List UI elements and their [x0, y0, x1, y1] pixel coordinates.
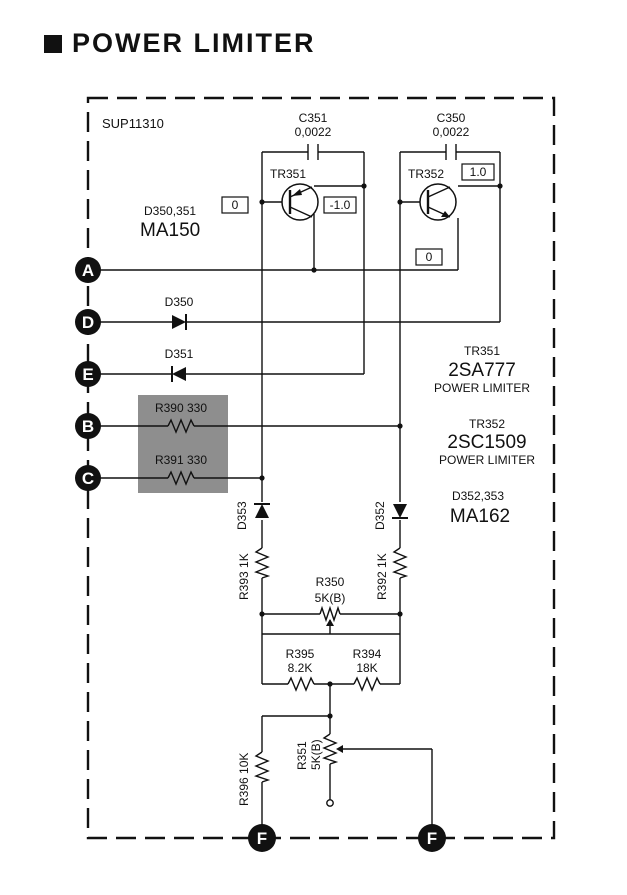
svg-text:TR352: TR352 [469, 417, 505, 431]
resistor-r391: R391 330 [155, 453, 207, 486]
svg-text:R391 330: R391 330 [155, 453, 207, 467]
d352-353-description: D352,353 MA162 [450, 489, 510, 527]
terminal-e: E [75, 361, 101, 387]
c350-value: 0,0022 [433, 125, 470, 139]
resistor-r394: R394 18K [353, 647, 382, 692]
tr352-description: TR352 2SC1509 POWER LIMITER [439, 417, 535, 467]
svg-text:8.2K: 8.2K [288, 661, 313, 675]
tr351-description: TR351 2SA777 POWER LIMITER [434, 344, 530, 395]
terminal-d: D [75, 309, 101, 335]
d352-label: D352 [373, 501, 387, 530]
svg-text:18K: 18K [356, 661, 377, 675]
diode-d353: D353 [235, 501, 270, 530]
svg-text:R395: R395 [286, 647, 315, 661]
diode-d351: D351 [165, 347, 194, 382]
svg-text:R350: R350 [316, 575, 345, 589]
capacitor-c351: C351 0,0022 [295, 111, 332, 160]
resistor-r390: R390 330 [155, 401, 207, 434]
svg-text:D352,353: D352,353 [452, 489, 504, 503]
d353-label: D353 [235, 501, 249, 530]
svg-text:R390 330: R390 330 [155, 401, 207, 415]
svg-text:POWER LIMITER: POWER LIMITER [439, 453, 535, 467]
svg-text:R392 1K: R392 1K [375, 553, 389, 600]
terminal-f-right: F [418, 824, 446, 852]
voltage-base-tr352: 0 [415, 248, 443, 266]
c350-ref: C350 [437, 111, 466, 125]
svg-text:R394: R394 [353, 647, 382, 661]
wires [98, 151, 501, 838]
voltage-base-tr351: 0 [221, 196, 249, 214]
svg-text:F: F [427, 829, 437, 848]
svg-text:A: A [82, 261, 94, 280]
resistor-r350: R350 5K(B) [315, 575, 346, 623]
c351-ref: C351 [299, 111, 328, 125]
terminal-f-left: F [248, 824, 276, 852]
resistor-r396: R396 10K [237, 751, 271, 806]
tr351-ref-label: TR351 [270, 167, 306, 181]
terminal-c: C [75, 465, 101, 491]
resistor-r395: R395 8.2K [286, 647, 315, 692]
voltage-emitter-tr351: -1.0 [323, 196, 357, 214]
svg-text:POWER LIMITER: POWER LIMITER [434, 381, 530, 395]
d350-351-part: MA150 [140, 220, 200, 241]
svg-text:0: 0 [232, 198, 239, 212]
resistor-r393: R393 1K [237, 547, 271, 600]
svg-text:E: E [82, 365, 93, 384]
diode-d350: D350 [165, 295, 194, 330]
page-title: POWER LIMITER [72, 28, 316, 58]
svg-text:C: C [82, 469, 94, 488]
transistor-tr351: TR351 [270, 167, 319, 221]
svg-text:2SA777: 2SA777 [448, 360, 516, 381]
d350-label: D350 [165, 295, 194, 309]
resistor-r392: R392 1K [375, 547, 409, 600]
svg-text:MA162: MA162 [450, 506, 510, 527]
svg-text:-1.0: -1.0 [330, 198, 351, 212]
svg-text:R393 1K: R393 1K [237, 553, 251, 600]
terminal-a: A [75, 257, 101, 283]
resistor-r351: R351 5K(B) [295, 733, 339, 770]
voltage-emitter-tr352: 1.0 [461, 163, 495, 181]
tr352-ref-label: TR352 [408, 167, 444, 181]
junctions [259, 183, 503, 719]
board-label: SUP11310 [102, 116, 164, 131]
svg-text:5K(B): 5K(B) [309, 739, 323, 770]
svg-text:R351: R351 [295, 741, 309, 770]
svg-text:1.0: 1.0 [470, 165, 487, 179]
diode-d352: D352 [373, 501, 408, 530]
svg-text:0: 0 [426, 250, 433, 264]
svg-text:2SC1509: 2SC1509 [447, 432, 526, 453]
d351-label: D351 [165, 347, 194, 361]
terminal-b: B [75, 413, 101, 439]
bullet-square-icon [44, 34, 62, 53]
svg-text:B: B [82, 417, 94, 436]
transistor-tr352: TR352 [408, 167, 457, 221]
svg-text:F: F [257, 829, 267, 848]
svg-text:5K(B): 5K(B) [315, 591, 346, 605]
svg-text:D: D [82, 313, 94, 332]
d350-351-ref: D350,351 [144, 204, 196, 218]
svg-text:R396 10K: R396 10K [237, 753, 251, 806]
capacitor-c350: C350 0,0022 [433, 111, 470, 160]
heading: POWER LIMITER [44, 28, 316, 59]
svg-text:TR351: TR351 [464, 344, 500, 358]
c351-value: 0,0022 [295, 125, 332, 139]
